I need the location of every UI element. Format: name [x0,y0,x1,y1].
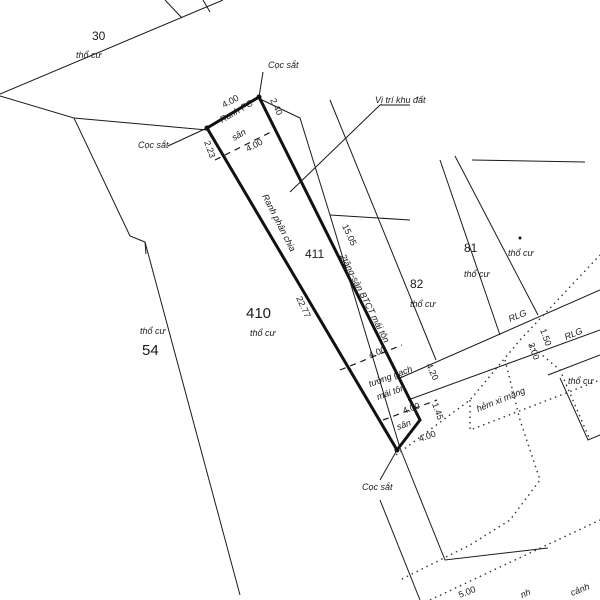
label-nh: nh [519,587,532,600]
label-tuong-gach: tường gạch [367,364,413,389]
leader-coc-sat-south [379,449,398,481]
boundary-81-east [454,155,539,316]
parcel-number-82: 82 [410,277,424,291]
label-hem-xi-mang: hẻm xi măng [475,385,527,414]
label-canh: cảnh [569,581,591,598]
dim-setback-4-00: 4.00 [244,137,264,154]
dim-5-00: 5.00 [457,584,477,600]
landuse-81: thổ cư [464,269,491,279]
boundary-east [547,354,600,376]
boundary-east-2 [559,377,600,441]
landuse-east: thổ cư [508,248,535,258]
landuse-82: thổ cư [410,299,437,309]
road-dotted-south [429,519,600,600]
setback-line-top [214,129,276,161]
lot-411-outline [204,94,422,453]
landuse-54: thổ cư [140,326,167,336]
dim-house-width: 4.00 [367,344,387,359]
boundary-54-east [0,95,241,596]
boundary-top-2 [202,0,211,13]
dim-4-20: 4.20 [424,362,440,382]
boundary-82-east [329,99,437,361]
landuse-410: thổ cư [250,328,277,338]
label-coc-sat-north: Cọc sắt [268,60,299,70]
boundary-jog [144,241,147,255]
parcel-number-410: 410 [246,305,271,322]
alley [395,254,600,600]
boundary-82-west [257,97,401,449]
boundary-81-north [471,159,586,163]
alley-south-edge [407,329,600,401]
dim-1-45: 1.45 [430,401,445,421]
label-coc-sat-west: Cọc sắt [138,140,169,150]
leader-coc-sat-north [258,71,264,98]
boundary-30-north [0,0,224,95]
label-coc-sat-south: Cọc sắt [362,482,393,492]
label-rlg-1: RLG [507,308,528,324]
alley-dotted-1 [395,254,600,456]
boundary-30-south [73,117,208,131]
label-san-top: sân [230,127,248,143]
parcel-number-30: 30 [92,29,106,43]
leader-coc-sat-west [167,127,208,147]
subject-lot-411 [204,94,438,453]
dim-15-05: 15.05 [340,223,359,248]
tick-1 [349,367,356,381]
alley-north-edge [399,289,600,379]
landuse-far-east: thổ cư [568,376,595,386]
parcel-number-54: 54 [142,342,159,359]
dim-3-00: 3.00 [526,341,541,361]
yard-line-south [382,399,438,421]
boundary-south [399,447,549,561]
dim-1-50: 1.50 [538,327,553,347]
boundary-82-north [329,214,411,221]
label-vi-tri-khu-dat: Vị trí khu đất [375,95,426,105]
boundary-81-west [439,159,501,336]
parcel-number-81: 81 [464,241,478,255]
dim-22-77: 22.77 [294,295,313,320]
dim-rear-width: 4.00 [417,428,437,443]
marker-dot [518,236,522,240]
leader-vi-tri [289,104,410,193]
alley-dotted-3 [529,344,591,441]
boundary-top [164,0,183,19]
dim-2-40: 2.40 [268,97,284,117]
landuse-30: thổ cư [76,50,103,60]
label-san-bottom: sân [395,418,412,432]
house-rear-line [339,344,403,371]
boundary-south-2 [379,499,421,600]
label-ranh-phan-chia: Ranh phân chia [260,192,298,253]
parcel-number-411: 411 [305,247,324,261]
